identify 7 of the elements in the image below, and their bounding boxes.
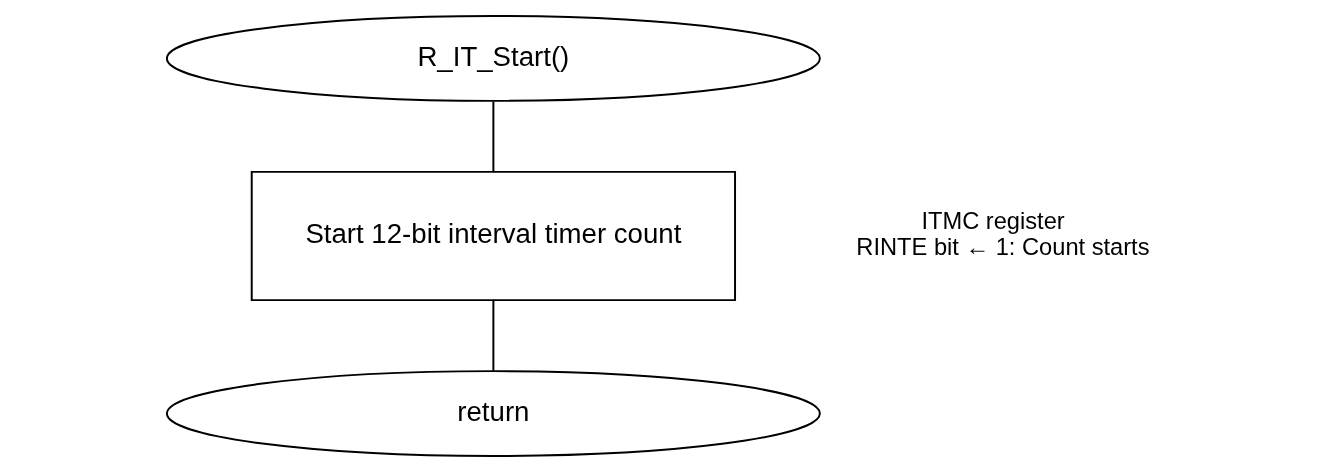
node-ellipse: return: [165, 370, 821, 457]
node-label: RINTE bit ← 1: Count starts: [855, 233, 1150, 260]
node-ellipse: R_IT_Start(): [165, 15, 821, 102]
connector: [491, 299, 494, 372]
connector: [491, 100, 494, 173]
node-box: Start 12-bit interval timer count: [250, 170, 736, 302]
node-label: ITMC register: [920, 208, 1065, 235]
